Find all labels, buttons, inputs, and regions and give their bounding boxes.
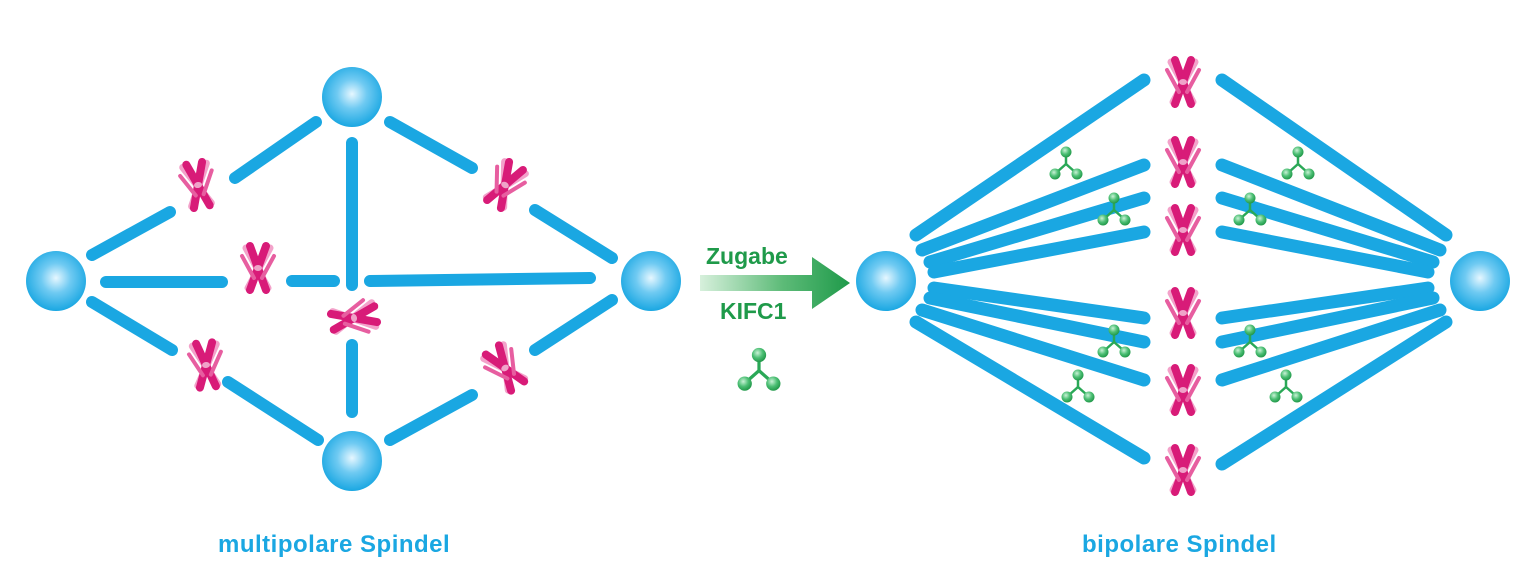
chromosome-icon [188, 342, 224, 389]
pole-left [26, 251, 86, 311]
right-caption: bipolare Spindel [1082, 531, 1277, 558]
pole-bottom [322, 431, 382, 491]
chromosome-icon [1167, 140, 1199, 184]
arrow-top-label: Zugabe [706, 243, 788, 269]
chromosome-icon [1167, 291, 1199, 335]
kifc1-motor-icon [1268, 368, 1304, 404]
multipolar-spindle [26, 67, 681, 491]
kifc1-motor-icon [1060, 368, 1096, 404]
addition-arrow [700, 257, 850, 393]
kifc1-motor-icon [1280, 145, 1316, 181]
chromosome-icon [1167, 60, 1199, 104]
microtubules-right [909, 73, 1453, 471]
left-caption: multipolare Spindel [218, 531, 451, 558]
kifc1-motor-icon [735, 346, 783, 393]
pole-right [1450, 251, 1510, 311]
chromosome-icon [1167, 368, 1199, 412]
chromosome-icon [479, 341, 530, 395]
kifc1-motor-icon [1048, 145, 1084, 181]
poles-right [856, 251, 1510, 311]
pole-top [322, 67, 382, 127]
chromosome-icon [480, 158, 530, 212]
arrow-bottom-label: KIFC1 [720, 298, 787, 324]
chromosome-icon [1167, 448, 1199, 492]
chromosome-icon [242, 246, 274, 290]
arrow-icon [700, 257, 850, 309]
microtubules-left [86, 116, 618, 446]
pole-right [621, 251, 681, 311]
bipolar-spindle [856, 60, 1510, 492]
chromosome-icon [1167, 208, 1199, 252]
chromosome-icon [330, 298, 379, 337]
poles-left [26, 67, 681, 491]
pole-left [856, 251, 916, 311]
chromosome-icon [178, 161, 217, 210]
chromosomes-right [1167, 60, 1199, 492]
